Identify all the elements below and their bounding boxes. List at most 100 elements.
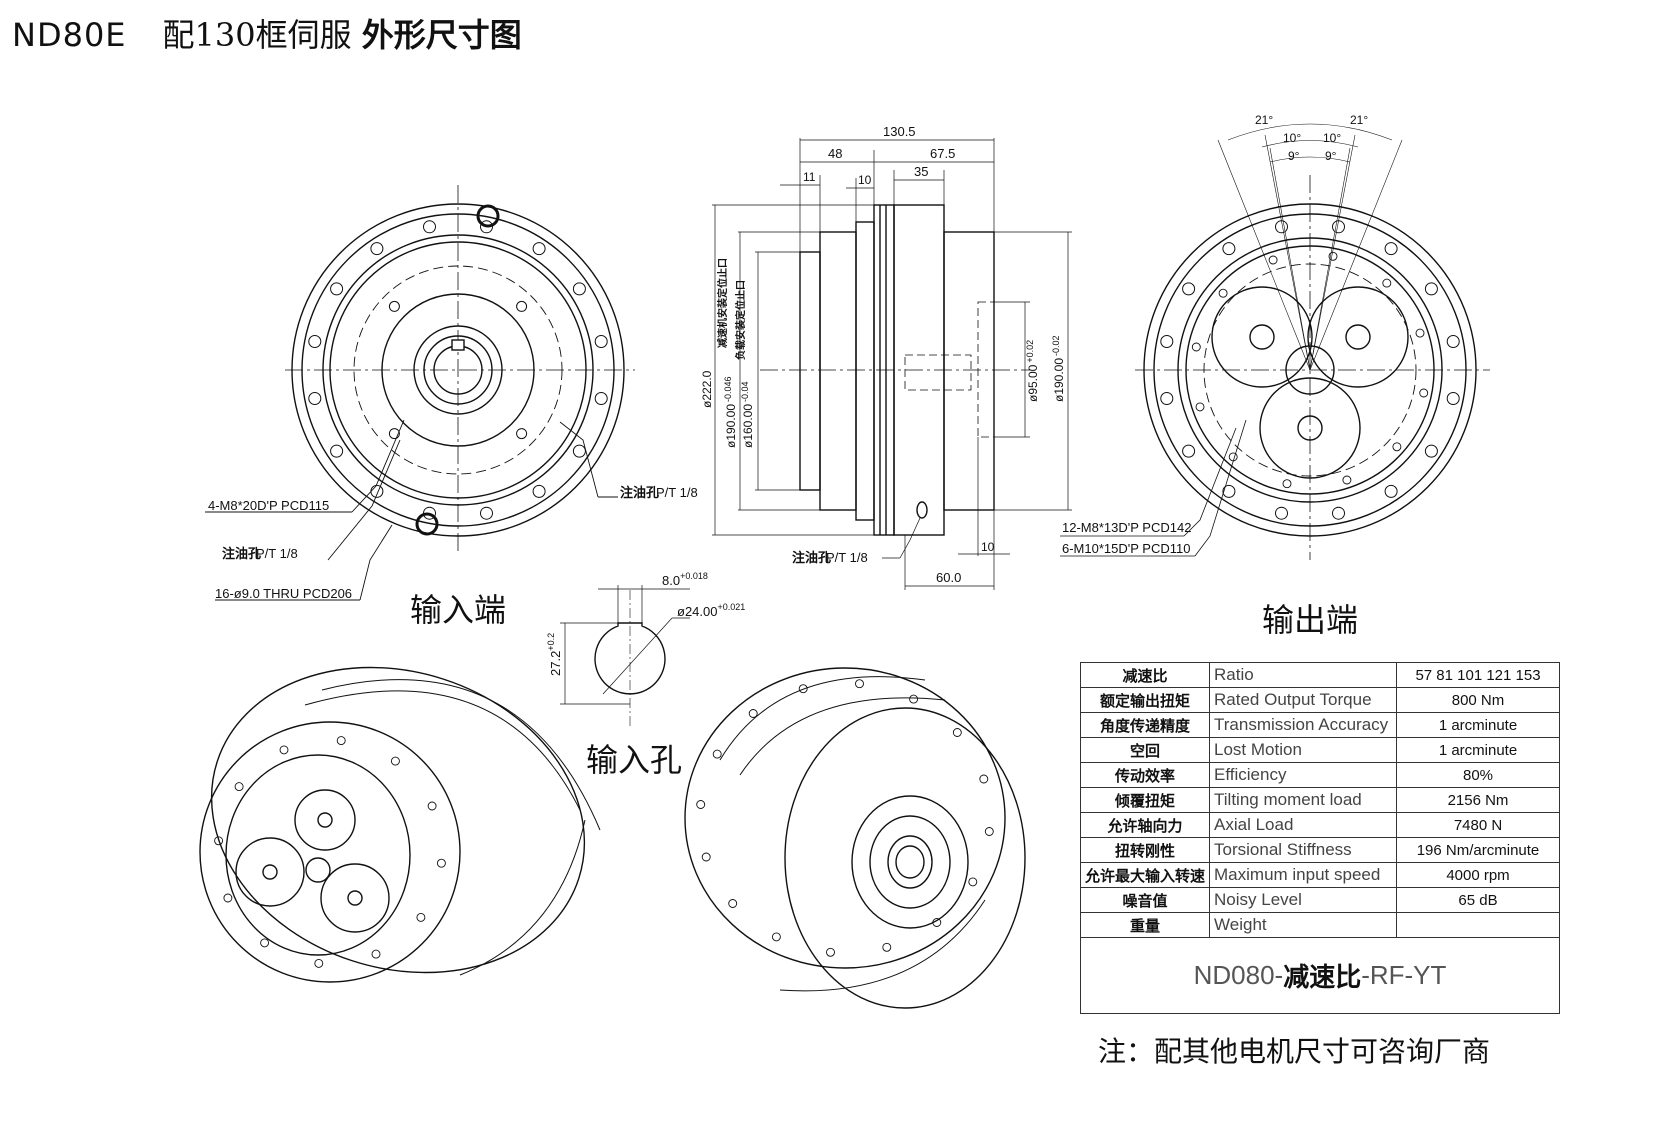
tapped-hole	[516, 428, 528, 440]
spec-cn: 倾覆扭矩	[1079, 787, 1211, 813]
dim-d95-tol: +0.02	[1025, 340, 1035, 363]
side-view	[712, 138, 1072, 590]
bolt-hole	[1182, 282, 1196, 296]
spec-en: Ratio	[1209, 662, 1398, 688]
spec-value: 1 arcminute	[1396, 737, 1560, 763]
spec-cn: 空回	[1079, 737, 1211, 763]
bolt-hole	[798, 684, 808, 694]
dim-d160-note: 负载安装定位止口	[734, 280, 747, 360]
bolt-hole	[1384, 242, 1398, 256]
bolt-hole	[308, 335, 322, 348]
dim-10: 10	[858, 173, 872, 187]
bolt-hole	[1182, 444, 1196, 458]
tapped-hole	[1191, 342, 1201, 352]
spec-value	[1396, 912, 1560, 938]
tapped-hole	[516, 300, 528, 312]
keyway-height: 27.2+0.2	[546, 633, 563, 676]
bolt-hole	[336, 736, 346, 746]
input-oil-port-b-cn: 注油孔	[620, 485, 659, 500]
spec-value: 4000 rpm	[1396, 862, 1560, 888]
bolt-hole	[214, 836, 224, 846]
bolt-hole	[1424, 444, 1438, 458]
bolt-hole	[572, 282, 586, 296]
model-name: ND80E	[12, 16, 127, 54]
bolt-hole	[728, 899, 738, 908]
spec-en: Noisy Level	[1209, 887, 1398, 913]
input-oil-port-a: P/T 1/8	[256, 546, 298, 561]
keyway-dia-value: ø24.00	[677, 604, 717, 619]
output-m8-label: 12-M8*13D'P PCD142	[1062, 520, 1191, 535]
tapped-hole	[1342, 475, 1352, 485]
angle-21-right: 21°	[1350, 113, 1368, 127]
spec-value: 7480 N	[1396, 812, 1560, 838]
keyway-width: 8.0+0.018	[662, 571, 708, 588]
bolt-hole	[952, 728, 962, 737]
side-oil-port: P/T 1/8	[826, 550, 868, 565]
dim-d190-value: ø190.00	[724, 404, 738, 448]
tapped-hole	[1218, 288, 1228, 298]
dim-d190r-tol: -0.02	[1051, 335, 1061, 356]
dim-d95: ø95.00+0.02	[1025, 340, 1040, 402]
iso-view-input	[684, 667, 1026, 1009]
tapped-hole	[1392, 442, 1402, 452]
spec-cn: 角度传递精度	[1079, 712, 1211, 738]
spec-en: Tilting moment load	[1209, 787, 1398, 813]
keyway-width-tol: +0.018	[680, 571, 708, 581]
bolt-hole	[1384, 484, 1398, 498]
bolt-hole	[771, 932, 781, 942]
spec-en: Maximum input speed	[1209, 862, 1398, 888]
input-tapped-label: 4-M8*20D'P PCD115	[208, 498, 329, 513]
keyway-dia: ø24.00+0.021	[677, 602, 745, 619]
bolt-hole	[1275, 506, 1288, 520]
bolt-hole	[748, 709, 758, 718]
bolt-hole	[594, 335, 608, 348]
spec-value: 196 Nm/arcminute	[1396, 837, 1560, 863]
dim-10b: 10	[981, 540, 995, 554]
bolt-hole	[260, 938, 270, 948]
spec-cn: 允许最大输入转速	[1079, 862, 1211, 888]
input-thru-holes-label: 16-ø9.0 THRU PCD206	[215, 586, 352, 601]
keyway-height-value: 27.2	[548, 651, 563, 676]
keyway-dia-tol: +0.021	[717, 602, 745, 612]
dim-11: 11	[803, 170, 816, 184]
dim-d190r-value: ø190.00	[1052, 358, 1066, 402]
spec-en: Rated Output Torque	[1209, 687, 1398, 713]
bolt-hole	[979, 774, 989, 784]
tapped-hole	[1328, 251, 1338, 261]
iso-view-output	[199, 666, 601, 983]
spec-value: 2156 Nm	[1396, 787, 1560, 813]
input-end-view	[205, 185, 635, 601]
model-code-suffix: -RF-YT	[1361, 960, 1447, 990]
bolt-hole	[968, 877, 978, 887]
spec-cn: 传动效率	[1079, 762, 1211, 788]
bolt-hole	[882, 942, 892, 952]
side-oil-port-cn: 注油孔	[792, 550, 831, 565]
bolt-hole	[696, 800, 706, 809]
bolt-hole	[1160, 392, 1174, 405]
angle-9-right: 9°	[1325, 149, 1337, 163]
bolt-hole	[416, 912, 426, 922]
bolt-hole	[1332, 506, 1345, 520]
bolt-hole	[532, 242, 546, 256]
bolt-hole	[234, 782, 244, 792]
spec-value: 80%	[1396, 762, 1560, 788]
output-m10-label: 6-M10*15D'P PCD110	[1062, 541, 1190, 556]
dim-d95-value: ø95.00	[1026, 364, 1040, 402]
dim-d190: ø190.00-0.046	[723, 376, 738, 448]
bolt-hole	[223, 893, 233, 903]
dim-overall-length: 130.5	[883, 124, 916, 139]
bolt-hole	[480, 506, 493, 520]
spec-en: Weight	[1209, 912, 1398, 938]
model-code-prefix: ND080-	[1193, 960, 1284, 990]
angle-21-left: 21°	[1255, 113, 1273, 127]
dim-60: 60.0	[936, 570, 961, 585]
